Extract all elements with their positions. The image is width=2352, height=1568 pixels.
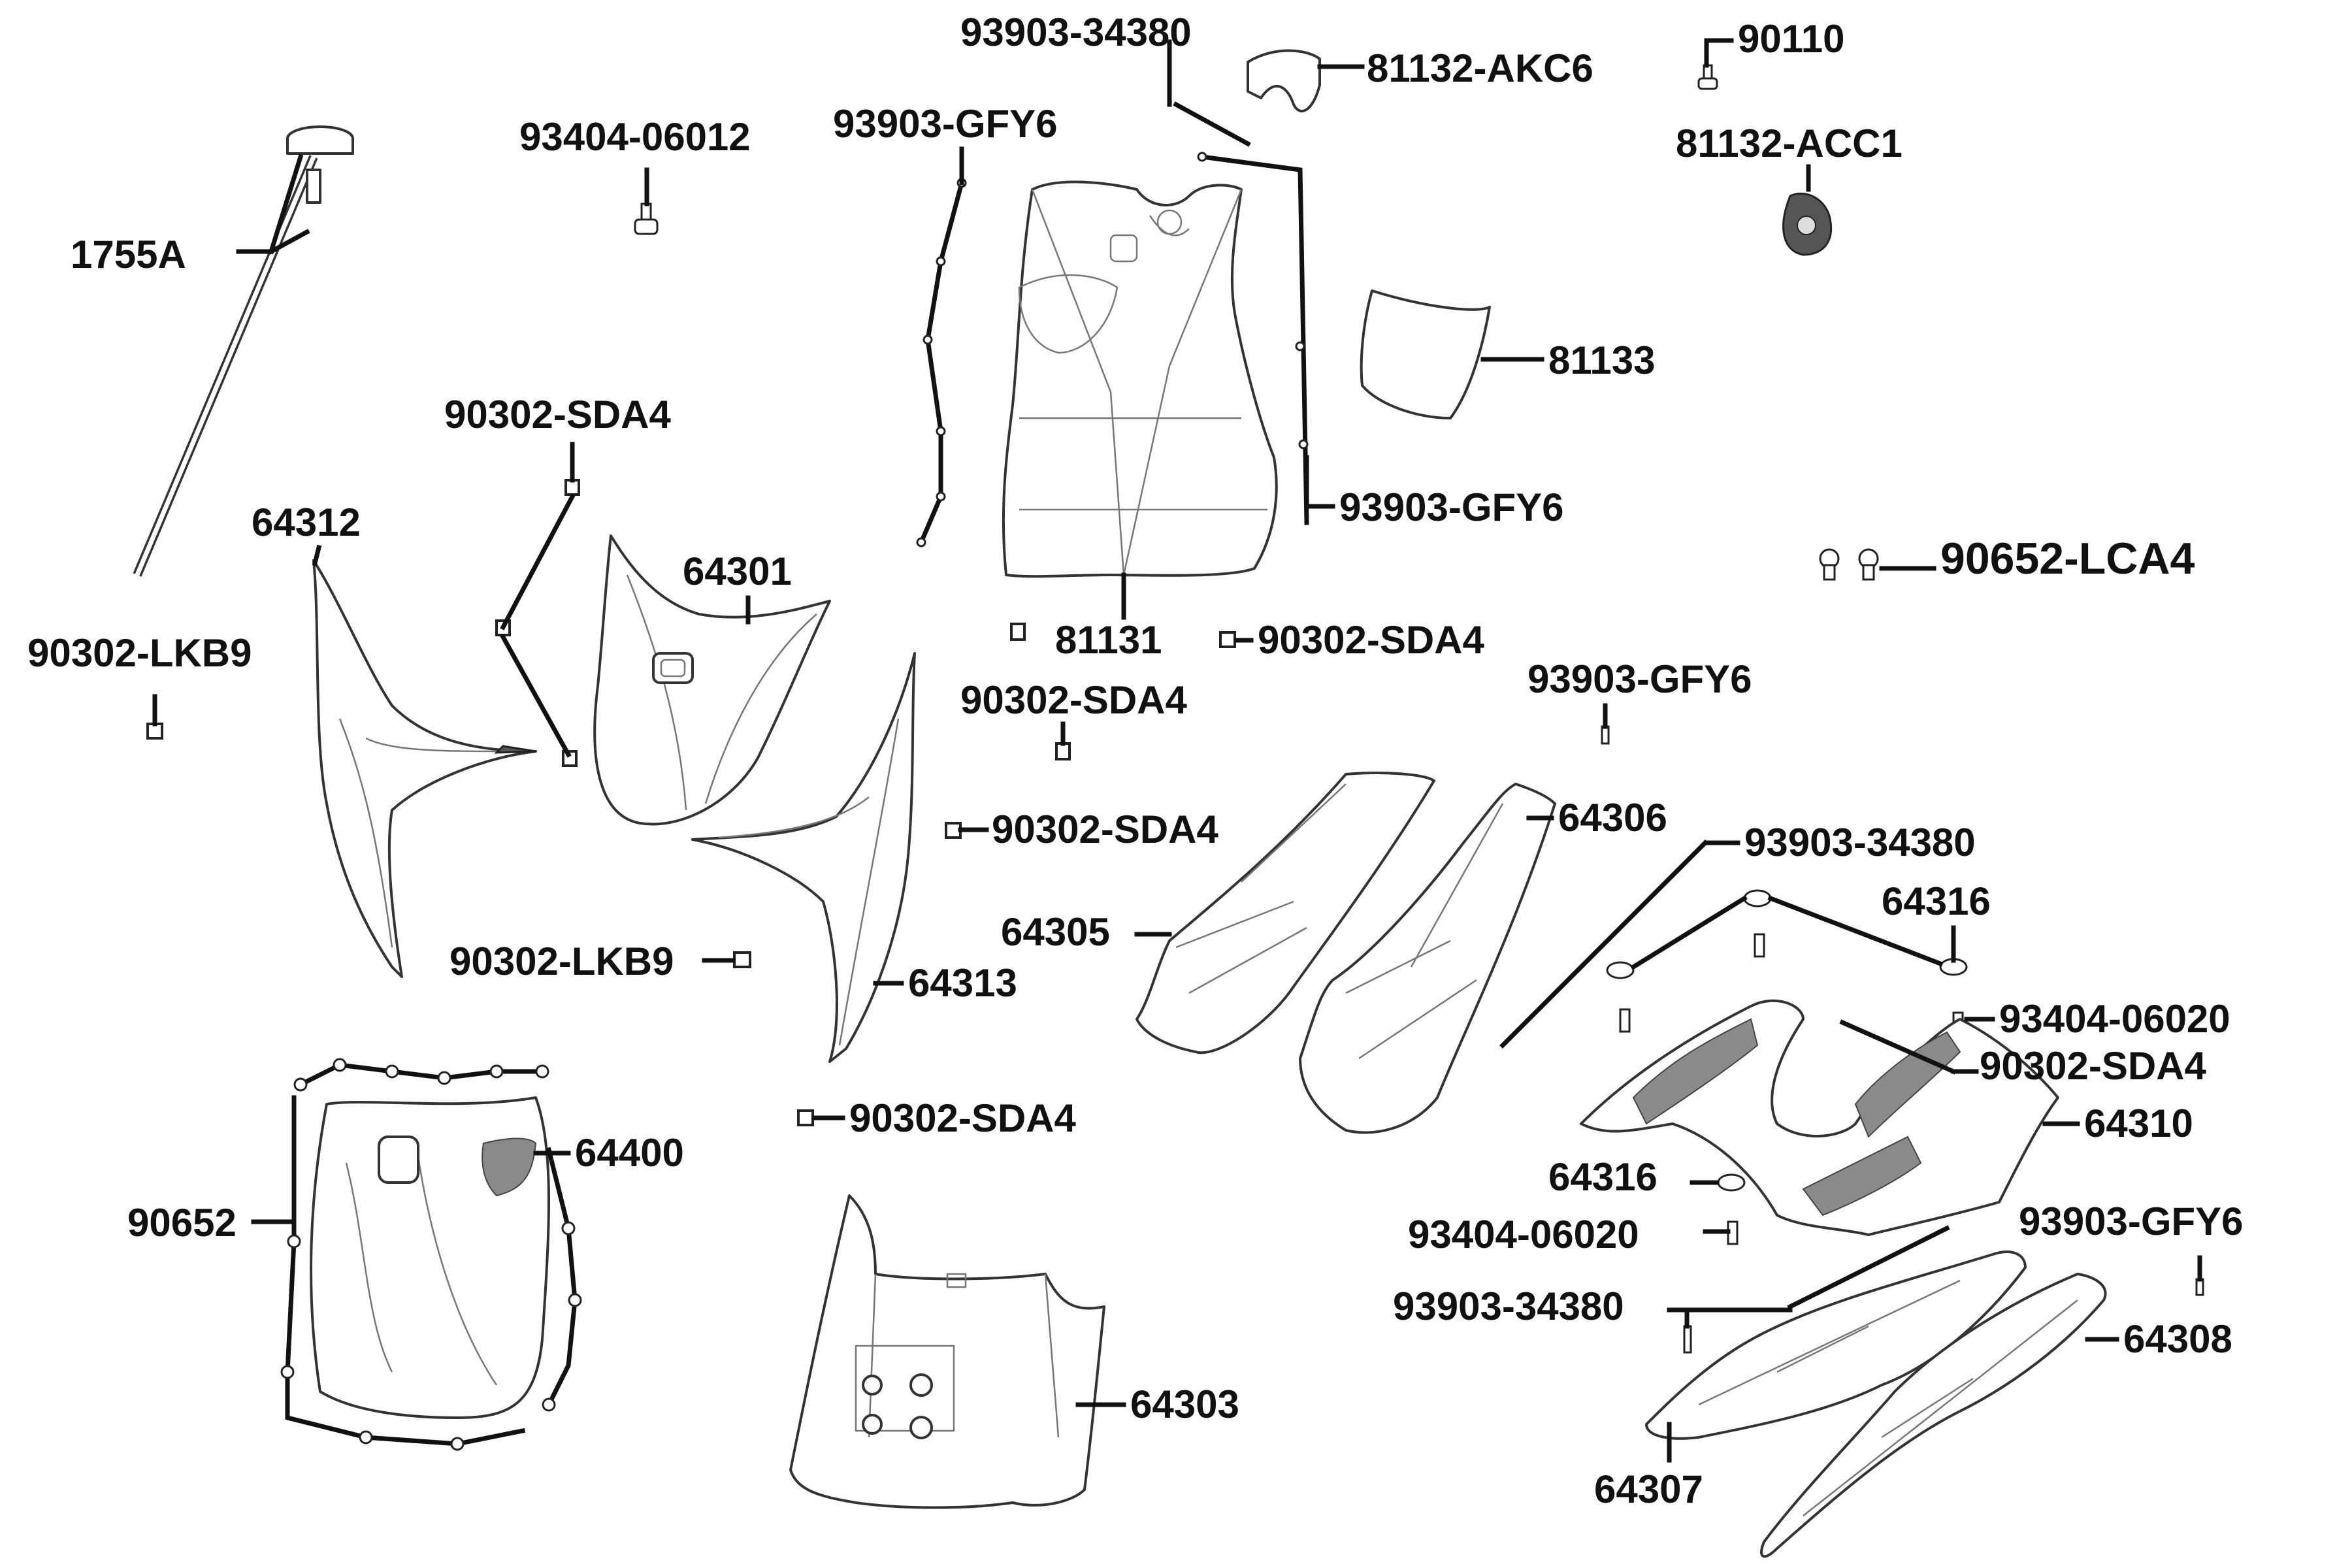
clip-90302-sda4-f [1219,631,1236,648]
label-93903-34380-mid: 93903-34380 [1744,821,1976,864]
pads-64316-top [1606,889,1968,979]
screw-chain-93903-34380-mid [1499,840,1708,1049]
screw-chain-93903-34380-top [1173,101,1309,525]
label-90110: 90110 [1738,17,1845,61]
part-81131-inner-shield [1002,180,1278,578]
part-64301-front-panel [593,534,831,826]
label-64308: 64308 [2123,1317,2232,1361]
label-64400: 64400 [575,1131,684,1175]
part-81132-acc1-knob [1782,192,1833,256]
screw-93903-34380-low [1683,1325,1692,1354]
part-1755a-rod [133,125,354,577]
label-93903-gfy6-mid: 93903-GFY6 [1339,485,1564,529]
screw-chain-93903-34380-low [1787,1225,1950,1310]
label-81131: 81131 [1055,618,1162,662]
screw-chain-93903-gfy6-left [916,178,967,547]
label-64307: 64307 [1594,1467,1703,1511]
label-90652: 90652 [127,1201,237,1245]
label-90302-sda4-d: 90302-SDA4 [992,808,1219,851]
label-64306: 64306 [1558,796,1667,840]
clip-90302-lkb9-mid [733,951,751,968]
screw-90110 [1697,64,1718,90]
label-64312: 64312 [252,500,361,544]
screw-chain-90302-sda4-right [1839,1019,1957,1075]
label-64305: 64305 [1001,910,1110,954]
part-64312-left-panel [312,559,537,978]
label-64316-a: 64316 [1882,879,1991,923]
label-64303: 64303 [1130,1382,1239,1426]
clip-90302-sda4-c [1055,742,1071,760]
fasteners-90652-lca4 [1819,548,1879,581]
part-81132-akc6-bracket [1247,49,1321,112]
label-90302-lkb9-a: 90302-LKB9 [27,631,252,675]
label-90302-sda4-b: 90302-SDA4 [1258,618,1485,662]
label-81133: 81133 [1548,338,1656,382]
label-93903-gfy6-right: 93903-GFY6 [1527,657,1752,701]
label-93903-34380-low: 93903-34380 [1393,1284,1624,1328]
part-81133-cover [1360,289,1491,419]
label-90302-sda4-e: 90302-SDA4 [1980,1044,2207,1088]
label-93903-34380-top: 93903-34380 [960,10,1192,54]
label-81132-akc6: 81132-AKC6 [1367,46,1593,90]
label-64313: 64313 [908,961,1017,1005]
label-90302-lkb9-b: 90302-LKB9 [449,939,674,983]
clip-90302-sda4-e [797,1109,814,1126]
pad-64316-lower [1717,1173,1746,1192]
label-93404-06020-b: 93404-06020 [1408,1213,1639,1256]
leader-lines [152,38,2202,1463]
part-number-labels: 93903-34380 81132-AKC6 90110 93404-06012… [27,10,2244,1511]
label-93903-gfy6-top: 93903-GFY6 [833,102,1058,146]
part-64310-floor-panel [1580,999,2059,1236]
label-64316-b: 64316 [1548,1155,1658,1199]
clip-90302-sda4-b [1010,623,1026,641]
label-93404-06020-a: 93404-06020 [1999,997,2230,1041]
label-81132-acc1: 81132-ACC1 [1676,122,1903,165]
fasteners-90652 [280,1058,582,1451]
screw-93903-gfy6-right [1601,725,1610,745]
label-90302-sda4-f: 90302-SDA4 [849,1096,1077,1140]
label-90302-sda4-c: 90302-SDA4 [960,678,1188,722]
label-90652-lca4: 90652-LCA4 [1940,534,2195,583]
part-64313-right-panel [691,652,916,1063]
part-64307-lower-side [1645,1250,2027,1440]
label-64310: 64310 [2084,1102,2193,1145]
part-64303-lower-front-panel [789,1194,1105,1509]
part-64400-inner-panel [310,1096,550,1419]
label-93903-gfy6-low: 93903-GFY6 [2019,1200,2244,1243]
screw-93903-gfy6-low [2195,1278,2204,1296]
label-90302-sda4-a: 90302-SDA4 [444,393,672,436]
part-64308-lower-side [1760,1273,2107,1558]
label-93404-06012: 93404-06012 [519,115,751,159]
part-64306-side-cover [1299,783,1556,1134]
label-1755a: 1755A [71,233,186,276]
screw-93404-06012 [634,203,659,235]
part-64305-side-cover [1135,772,1435,1054]
label-64301: 64301 [683,549,792,593]
